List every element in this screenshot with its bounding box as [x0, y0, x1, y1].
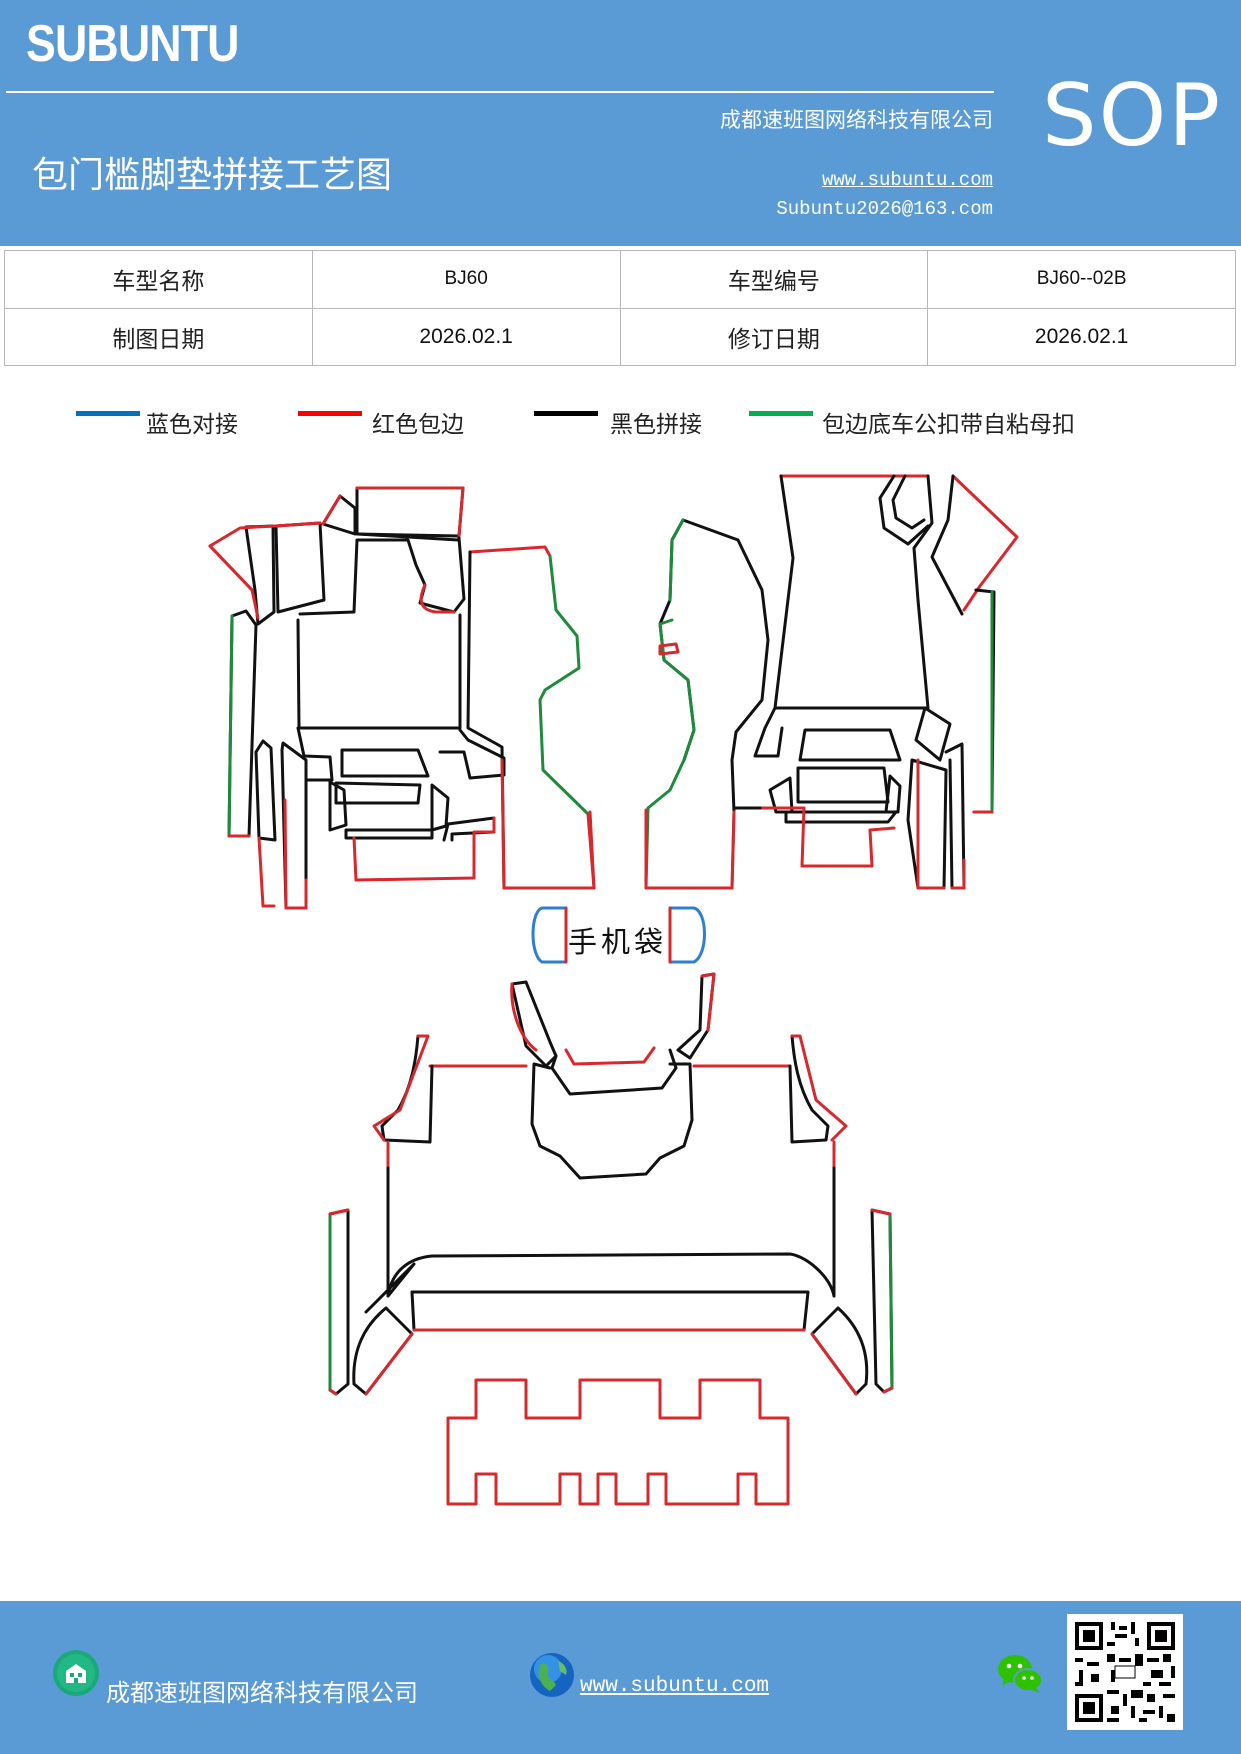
draw-date-value: 2026.02.1: [311, 307, 621, 366]
sop-badge: SOP: [1042, 66, 1223, 166]
table-row: 车型名称 BJ60 车型编号 BJ60--02B: [4, 250, 1236, 309]
table-row: 制图日期 2026.02.1 修订日期 2026.02.1: [4, 307, 1236, 366]
legend-label-green: 包边底车公扣带自粘母扣: [822, 412, 1075, 438]
model-info-table: 车型名称 BJ60 车型编号 BJ60--02B 制图日期 2026.02.1 …: [4, 250, 1236, 366]
qr-code-pattern: [1067, 1614, 1183, 1730]
building-icon: [53, 1650, 99, 1696]
page-footer: 成都速班图网络科技有限公司 www.subuntu.com: [0, 1601, 1241, 1754]
legend-swatch-green: [749, 411, 813, 416]
phone-bag-pieces: [531, 906, 706, 964]
legend-swatch-red: [298, 411, 362, 416]
model-code-value: BJ60--02B: [927, 250, 1236, 309]
wechat-icon: [998, 1655, 1043, 1693]
footer-company-name: 成都速班图网络科技有限公司: [106, 1679, 418, 1707]
footer-website-link[interactable]: www.subuntu.com: [580, 1675, 770, 1698]
brand-logo: SUBUNTU: [26, 15, 239, 73]
model-code-label: 车型编号: [619, 250, 929, 309]
floor-mat-diagram: [208, 474, 1019, 1506]
header-website-link[interactable]: www.subuntu.com: [821, 169, 993, 191]
legend-label-black: 黑色拼接: [610, 412, 702, 438]
phone-bag-label: 手机袋: [568, 925, 668, 959]
header-divider: [6, 91, 994, 93]
model-name-value: BJ60: [311, 250, 621, 309]
model-name-label: 车型名称: [4, 250, 313, 309]
legend-swatch-blue: [76, 411, 140, 416]
legend-label-red: 红色包边: [372, 412, 464, 438]
rear-mat: [328, 972, 894, 1506]
front-right-mat: [644, 474, 1019, 890]
draw-date-label: 制图日期: [4, 307, 313, 366]
header-company-name: 成都速班图网络科技有限公司: [720, 108, 993, 132]
legend-label-blue: 蓝色对接: [146, 412, 238, 438]
revise-date-value: 2026.02.1: [927, 307, 1236, 366]
qr-code: [1067, 1614, 1183, 1730]
front-left-mat: [208, 486, 596, 910]
document-title: 包门槛脚垫拼接工艺图: [32, 155, 393, 196]
page-header: SUBUNTU 成都速班图网络科技有限公司 包门槛脚垫拼接工艺图 www.sub…: [0, 0, 1241, 246]
legend-swatch-black: [534, 411, 598, 416]
revise-date-label: 修订日期: [619, 307, 929, 366]
header-email: Subuntu2026@163.com: [776, 198, 993, 220]
globe-icon: [530, 1653, 574, 1697]
